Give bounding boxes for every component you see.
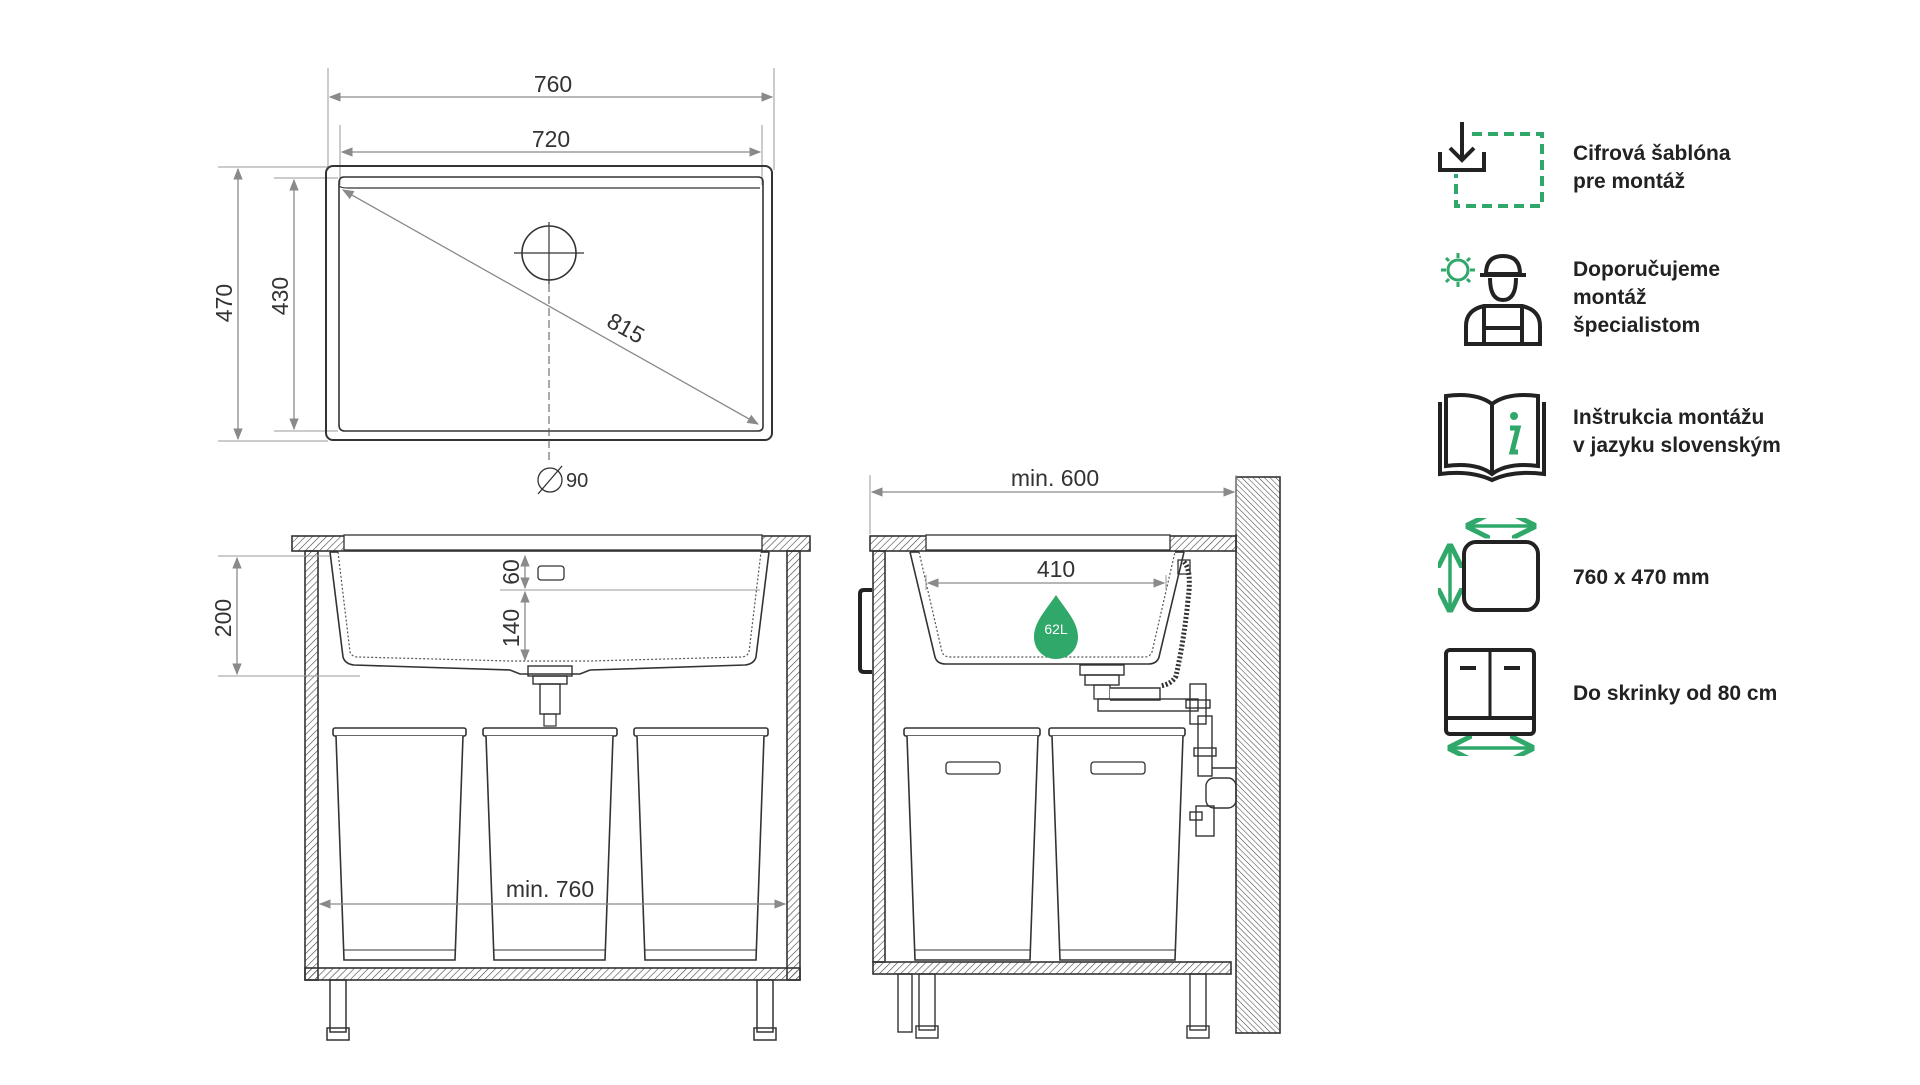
side-wall (1235, 476, 1281, 1034)
cabinet-width-icon (1444, 648, 1536, 756)
feature-item: 760 x 470 mm (1436, 518, 1896, 618)
side-cabinet-front (872, 550, 886, 963)
feature-item: Cifrová šablóna pre montáž (1436, 118, 1896, 218)
front-view: 200 60 140 min. 760 (210, 534, 811, 1041)
diagonal-label: 815 (603, 307, 649, 348)
sink-inner-outline (338, 176, 764, 432)
feature-label: Do skrinky od 80 cm (1573, 682, 1778, 705)
feature-label: Inštrukcia montážu v jazyku slovenským (1573, 406, 1781, 457)
front-waste-bin (633, 727, 769, 961)
cabinet-width-label: min. 760 (506, 876, 594, 902)
side-sink-bowl (909, 551, 1185, 665)
front-cabinet-floor (304, 967, 801, 981)
download-template-icon (1436, 118, 1544, 208)
front-sink-bowl (329, 551, 770, 675)
side-cabinet-floor (872, 961, 1232, 975)
diagonal-dimension (341, 189, 760, 425)
inner-width-label: 720 (532, 126, 570, 152)
volume-label: 62L (1044, 621, 1068, 637)
sink-size-icon (1436, 518, 1540, 618)
installer-specialist-icon (1441, 253, 1542, 346)
drain-diameter-label: 90 (566, 470, 588, 492)
feature-label: Doporučujeme montáž špecialistom (1573, 258, 1721, 337)
total-depth-label: 200 (210, 599, 236, 637)
side-waste-bin (1048, 727, 1186, 961)
water-drop-icon (1034, 595, 1078, 659)
feature-item: Doporučujeme montáž špecialistom (1436, 248, 1896, 348)
front-waste-bin (332, 727, 467, 961)
cabinet-depth-label: min. 600 (1011, 465, 1099, 491)
side-waste-bin (903, 727, 1041, 961)
bowl-offset-label: 60 (498, 559, 524, 585)
side-view: min. 600 410 62L (858, 465, 1281, 1039)
top-view: 760 720 470 430 815 90 (211, 68, 775, 495)
front-cabinet-left-wall (304, 550, 319, 981)
front-cabinet-right-wall (786, 550, 801, 981)
diameter-symbol (537, 467, 563, 493)
feature-item: Do skrinky od 80 cm (1436, 646, 1896, 756)
bowl-depth-label: 140 (498, 609, 524, 647)
feature-item: Inštrukcia montážu v jazyku slovenským (1436, 386, 1896, 486)
feature-label: 760 x 470 mm (1573, 566, 1710, 589)
bowl-depth-410-label: 410 (1037, 556, 1075, 582)
instruction-book-icon (1438, 393, 1546, 483)
feature-label: Cifrová šablóna pre montáž (1573, 142, 1731, 193)
outer-width-label: 760 (534, 71, 572, 97)
inner-depth-label: 430 (267, 277, 293, 315)
front-waste-bin (482, 727, 618, 961)
outer-depth-label: 470 (211, 284, 237, 322)
